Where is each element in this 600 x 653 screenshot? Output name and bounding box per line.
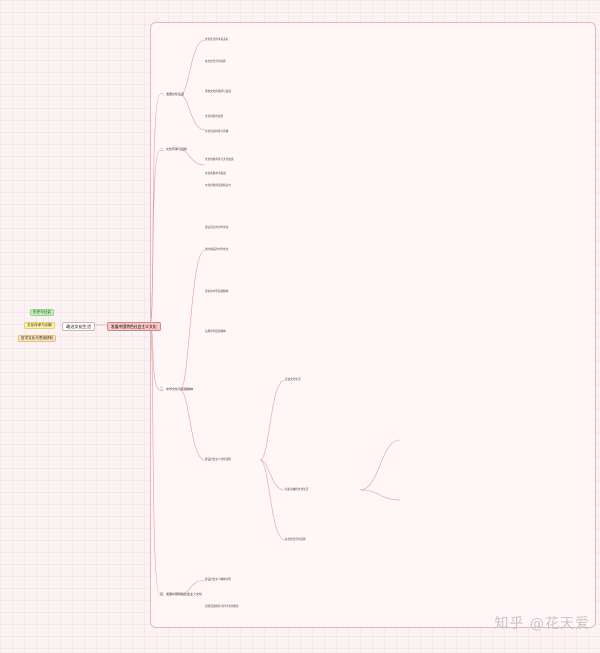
- sub-node[interactable]: 在文化生活中选择: [205, 60, 226, 63]
- sub-node[interactable]: 文化的继承性与文化发展: [205, 158, 234, 161]
- root-node[interactable]: 发展中国特色社会主义文化: [107, 322, 161, 331]
- branch-node[interactable]: 四、发展中国特色社会主义文化: [160, 592, 203, 596]
- sub-node[interactable]: 永恒的中华民族精神: [205, 290, 229, 293]
- sub-node[interactable]: 弘扬中华民族精神: [205, 330, 226, 333]
- sub-node[interactable]: 文化创新的途径: [205, 115, 224, 118]
- center-node[interactable]: 政治文化生活: [62, 322, 96, 331]
- legend-item[interactable]: 文化传承与创新: [24, 322, 56, 329]
- mindmap-canvas: [150, 22, 596, 628]
- sub-node[interactable]: 在文化生活中选择: [285, 538, 306, 541]
- legend-item[interactable]: 哲学文化与思维辨析: [18, 335, 57, 342]
- sub-node[interactable]: 思想道德修养与科学文化修养: [205, 605, 239, 608]
- branch-node[interactable]: 二、文化传承与创新: [160, 147, 188, 151]
- branch-node[interactable]: 一、发展文化生活: [160, 92, 185, 96]
- watermark: 知乎 @花天爱: [494, 616, 590, 632]
- sub-node[interactable]: 走进文化生活: [285, 378, 301, 381]
- branch-node[interactable]: 三、中华文化与民族精神: [160, 387, 194, 391]
- sub-node[interactable]: 传统文化的继承与发展: [205, 90, 231, 93]
- sub-node[interactable]: 文化在继承中发展: [205, 172, 226, 175]
- sub-node[interactable]: 文化创新的源泉和动力: [205, 184, 231, 187]
- sub-node[interactable]: 建设社会主义精神文明: [205, 578, 231, 581]
- sub-node[interactable]: 建设社会主义文化强国: [205, 458, 231, 461]
- sub-node[interactable]: 源远流长的中华文化: [205, 226, 229, 229]
- sub-node[interactable]: 文化生活的丰富多彩: [205, 38, 229, 41]
- sub-node[interactable]: 色彩斑斓的文化生活: [285, 488, 309, 491]
- legend-item[interactable]: 历史与社会: [30, 309, 54, 316]
- sub-node[interactable]: 博大精深的中华文化: [205, 248, 229, 251]
- sub-node[interactable]: 文化的多样性与传播: [205, 130, 229, 133]
